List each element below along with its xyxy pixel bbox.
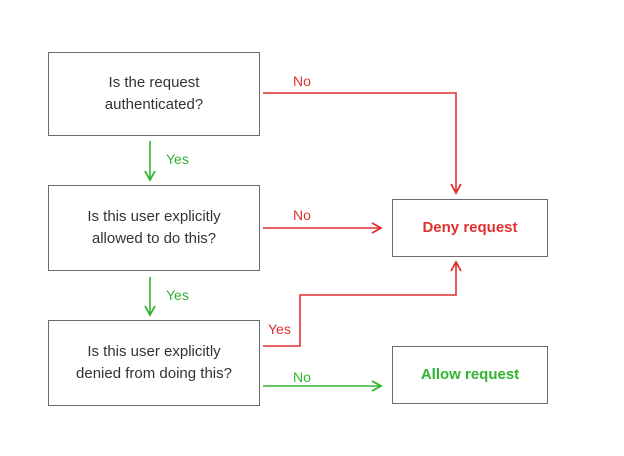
node-authenticated-line2: authenticated? (104, 96, 204, 113)
node-allowed-line1: Is this user explicitly (87, 208, 221, 225)
edge-allowed-no-label: No (293, 207, 311, 223)
node-denied-line2: denied from doing this? (76, 365, 232, 382)
node-deny-request: Deny request (392, 199, 548, 257)
edge-denied-yes-label: Yes (268, 321, 291, 337)
edge-denied-yes-arrow (263, 260, 462, 347)
node-denied-line1: Is this user explicitly (87, 343, 221, 360)
node-denied: Is this user explicitly denied from doin… (48, 320, 260, 406)
edge-allowed-yes-label: Yes (166, 287, 189, 303)
edge-denied-no-label: No (293, 369, 311, 385)
deny-request-label: Deny request (422, 219, 518, 236)
edge-auth-no-label: No (293, 73, 311, 89)
allow-request-label: Allow request (420, 366, 520, 383)
node-allowed: Is this user explicitly allowed to do th… (48, 185, 260, 271)
edge-auth-no-arrow (263, 92, 462, 195)
node-allowed-line2: allowed to do this? (91, 230, 217, 247)
node-allow-request: Allow request (392, 346, 548, 404)
edge-auth-yes-label: Yes (166, 151, 189, 167)
node-authenticated: Is the request authenticated? (48, 52, 260, 136)
node-authenticated-line1: Is the request (108, 74, 200, 91)
